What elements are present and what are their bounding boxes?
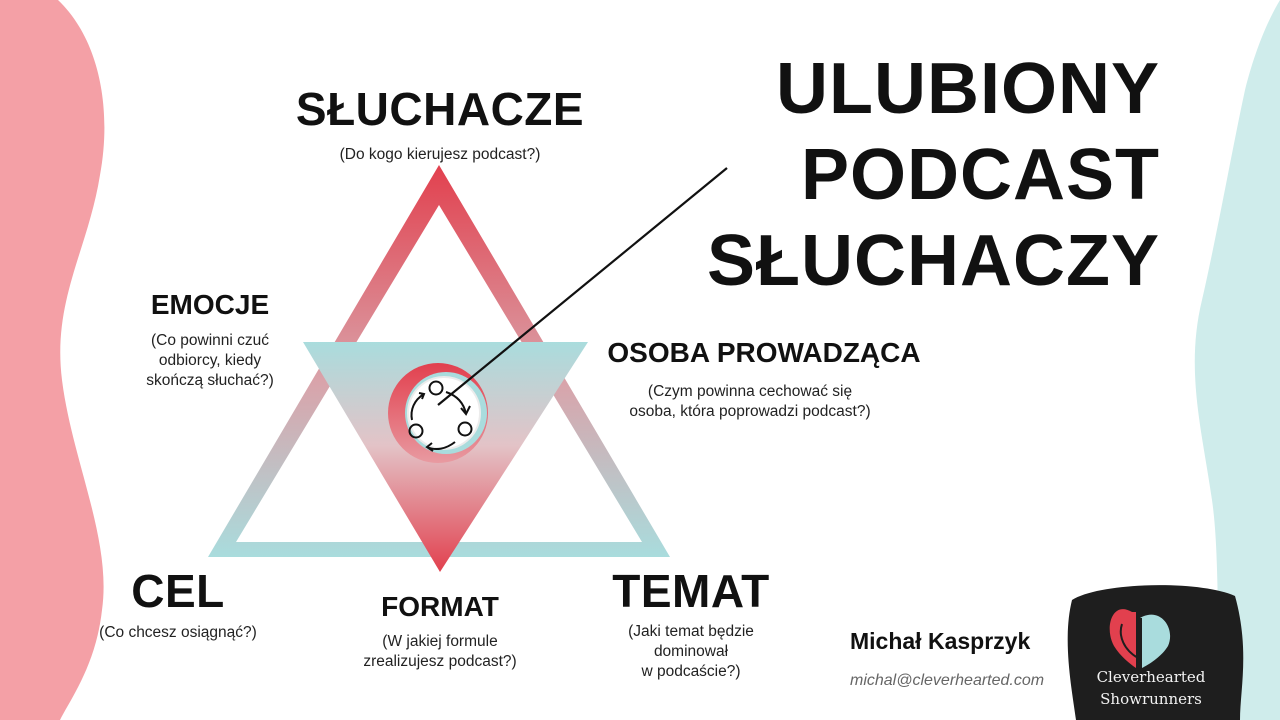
pink-blob	[0, 0, 105, 720]
node-emocje-label: EMOCJE	[150, 289, 270, 320]
author-name: Michał Kasprzyk	[850, 628, 1031, 654]
question-line: osoba, która poprowadzi podcast?)	[629, 403, 871, 420]
title-line: PODCAST	[800, 135, 1160, 215]
pointer-line	[437, 167, 728, 406]
author-email: michal@cleverhearted.com	[850, 672, 1045, 689]
node-emocje-question: (Co powinni czuć odbiorcy, kiedy skończą…	[110, 331, 310, 391]
question-line: odbiorcy, kiedy	[158, 352, 262, 369]
node-temat-question: (Jaki temat będzie dominował w podcaście…	[600, 622, 782, 682]
logo-text-line2: Showrunners	[1100, 690, 1202, 708]
teal-blob	[1194, 0, 1280, 720]
title-line: SŁUCHACZY	[707, 221, 1160, 301]
question-line: dominował	[653, 643, 729, 660]
title-line: ULUBIONY	[776, 49, 1160, 129]
question-line: (W jakiej formule	[382, 633, 498, 650]
node-temat-label: TEMAT	[612, 565, 770, 617]
question-line: skończą słuchać?)	[146, 372, 274, 389]
logo-hearts-icon	[1109, 609, 1171, 668]
question-line: (Co powinni czuć	[150, 332, 270, 349]
node-osoba-label: OSOBA PROWADZĄCA	[607, 337, 921, 368]
logo-text-line1: Cleverhearted	[1096, 668, 1206, 686]
question-line: (Jaki temat będzie	[628, 623, 754, 640]
node-sluchacze-question: (Do kogo kierujesz podcast?)	[339, 146, 541, 163]
node-osoba-question: (Czym powinna cechować się osoba, która …	[600, 382, 900, 422]
node-format-label: FORMAT	[381, 591, 499, 622]
cycle-icon	[408, 380, 473, 452]
question-line: zrealizujesz podcast?)	[363, 653, 517, 670]
node-format-question: (W jakiej formule zrealizujesz podcast?)	[330, 632, 550, 672]
question-line: (Czym powinna cechować się	[647, 383, 853, 400]
node-cel-label: CEL	[131, 565, 225, 617]
node-sluchacze-label: SŁUCHACZE	[295, 83, 585, 135]
page-title: ULUBIONY PODCAST SŁUCHACZY	[600, 46, 1160, 304]
question-line: w podcaście?)	[641, 663, 741, 680]
node-cel-question: (Co chcesz osiągnąć?)	[99, 624, 257, 641]
